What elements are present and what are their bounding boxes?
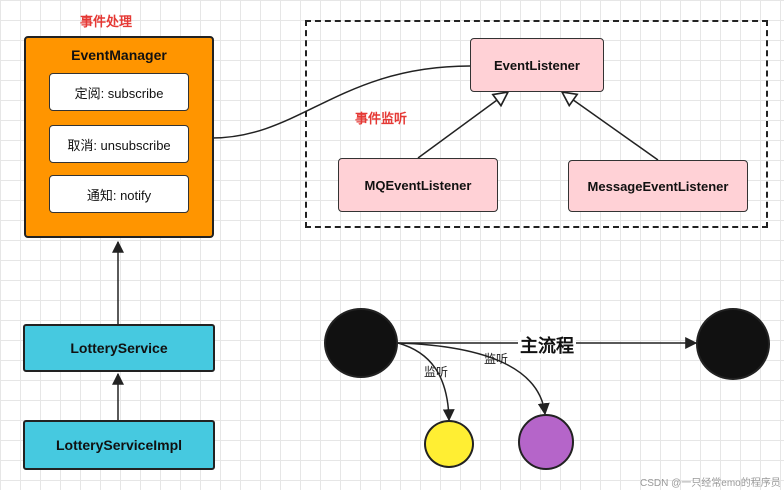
mq-inherits-line: [417, 92, 508, 159]
message-event-listener[interactable]: MessageEventListener: [568, 160, 748, 212]
listener-node-yellow: [424, 420, 474, 468]
event-handling-label: 事件处理: [80, 14, 133, 29]
watermark: CSDN @一只经常emo的程序员: [640, 478, 781, 489]
message-inherits-line: [562, 92, 659, 161]
method-unsubscribe[interactable]: 取消: unsubscribe: [49, 125, 189, 163]
flow-start-node: [324, 308, 398, 378]
event-listening-label: 事件监听: [355, 111, 408, 126]
lottery-service[interactable]: LotteryService: [23, 324, 215, 372]
event-listener-region: [305, 20, 768, 228]
manager-to-listener-curve: [211, 65, 471, 139]
event-manager-box[interactable]: EventManager 定阅: subscribe 取消: unsubscri…: [24, 36, 214, 238]
listen-branch-1: [397, 342, 455, 422]
method-subscribe[interactable]: 定阅: subscribe: [49, 73, 189, 111]
flow-end-node: [696, 308, 770, 380]
listen-label-1: 监听: [424, 365, 449, 379]
listen-branch-2: [397, 342, 550, 416]
listener-node-purple: [518, 414, 574, 470]
method-notify[interactable]: 通知: notify: [49, 175, 189, 213]
main-flow-label: 主流程: [518, 332, 576, 358]
event-manager-title: EventManager: [71, 47, 167, 63]
lottery-service-impl[interactable]: LotteryServiceImpl: [23, 420, 215, 470]
listen-label-2: 监听: [484, 352, 509, 366]
event-listener-base[interactable]: EventListener: [470, 38, 604, 92]
mq-event-listener[interactable]: MQEventListener: [338, 158, 498, 212]
